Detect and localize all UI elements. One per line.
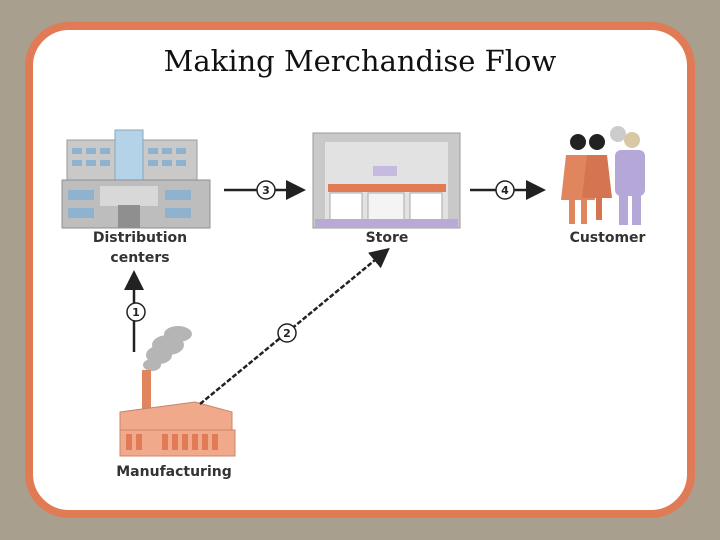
customer-label: Customer bbox=[569, 230, 646, 246]
store-icon bbox=[312, 132, 461, 229]
svg-text:1: 1 bbox=[132, 306, 140, 319]
svg-text:4: 4 bbox=[501, 184, 509, 197]
svg-text:3: 3 bbox=[262, 184, 270, 197]
manufacturing-label: Manufacturing bbox=[116, 464, 232, 480]
distribution-center-icon bbox=[61, 129, 211, 229]
distribution-label-line2: centers bbox=[110, 250, 170, 266]
distribution-label-line1: Distribution bbox=[92, 230, 188, 246]
smoke-icon bbox=[143, 326, 192, 371]
slide-title: Making Merchandise Flow bbox=[163, 44, 557, 78]
svg-text:2: 2 bbox=[283, 327, 291, 340]
store-label: Store bbox=[365, 230, 409, 246]
distribution-centers-label: Distribution centers bbox=[80, 228, 200, 268]
customer-icon bbox=[561, 126, 645, 225]
factory-icon bbox=[119, 370, 236, 457]
step-badge-2: 2 bbox=[277, 323, 297, 343]
step-badge-3: 3 bbox=[256, 180, 276, 200]
step-badge-1: 1 bbox=[126, 302, 146, 322]
step-badge-4: 4 bbox=[495, 180, 515, 200]
